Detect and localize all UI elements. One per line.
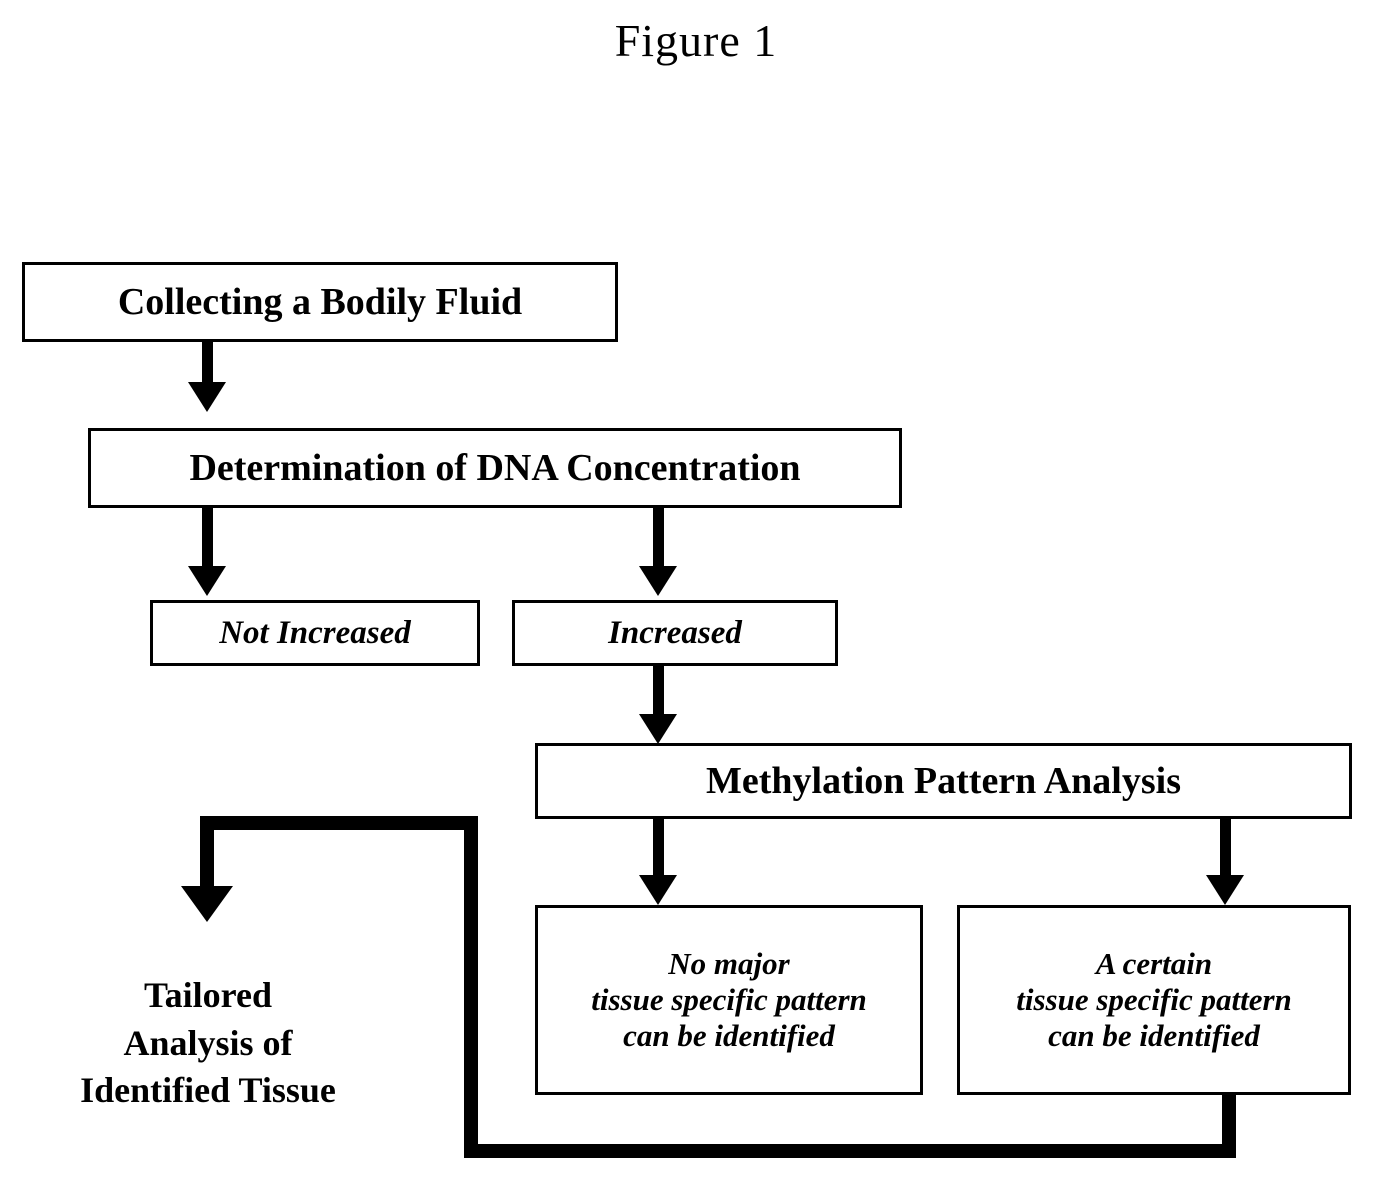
arrow-down-icon	[181, 886, 233, 922]
node-label: No major tissue specific pattern can be …	[591, 946, 867, 1053]
node-collecting-a-bodily-fluid: Collecting a Bodily Fluid	[22, 262, 618, 342]
arrow-down-icon	[639, 714, 677, 744]
node-label: Collecting a Bodily Fluid	[117, 280, 523, 323]
node-not-increased: Not Increased	[150, 600, 480, 666]
arrow-down-icon	[188, 566, 226, 596]
arrow-down-icon	[639, 875, 677, 905]
edge-increased-to-methylation-stem	[653, 666, 664, 718]
node-label: Not Increased	[219, 614, 411, 651]
node-label: Determination of DNA Concentration	[189, 446, 801, 489]
arrow-down-icon	[639, 566, 677, 596]
page-title: Figure 1	[614, 15, 778, 66]
arrow-down-icon	[188, 382, 226, 412]
edge-methylation-to-no-major-stem	[653, 819, 664, 879]
node-determination-of-dna-concentration: Determination of DNA Concentration	[88, 428, 902, 508]
edge-collecting-to-determination-stem	[202, 342, 213, 386]
edge-certain-to-tailored-right	[464, 816, 478, 1158]
node-tailored-analysis-of-identified-tissue: Tailored Analysis of Identified Tissue	[80, 975, 336, 1111]
edge-determination-to-increased-stem	[653, 508, 664, 570]
node-label: Increased	[608, 614, 742, 651]
arrow-down-icon	[1206, 875, 1244, 905]
node-no-major-tissue-specific-pattern: No major tissue specific pattern can be …	[535, 905, 923, 1095]
node-label: Methylation Pattern Analysis	[706, 759, 1181, 802]
edge-determination-to-not-increased-stem	[202, 508, 213, 570]
node-label: A certain tissue specific pattern can be…	[1016, 946, 1292, 1053]
edge-certain-to-tailored-riser	[1222, 1095, 1236, 1158]
edge-certain-to-tailored-top	[200, 816, 478, 830]
edge-certain-to-tailored-left	[200, 816, 214, 892]
edge-methylation-to-certain-stem	[1220, 819, 1231, 879]
edge-certain-to-tailored-bottom	[464, 1144, 1236, 1158]
node-methylation-pattern-analysis: Methylation Pattern Analysis	[535, 743, 1352, 819]
node-a-certain-tissue-specific-pattern: A certain tissue specific pattern can be…	[957, 905, 1351, 1095]
node-increased: Increased	[512, 600, 838, 666]
